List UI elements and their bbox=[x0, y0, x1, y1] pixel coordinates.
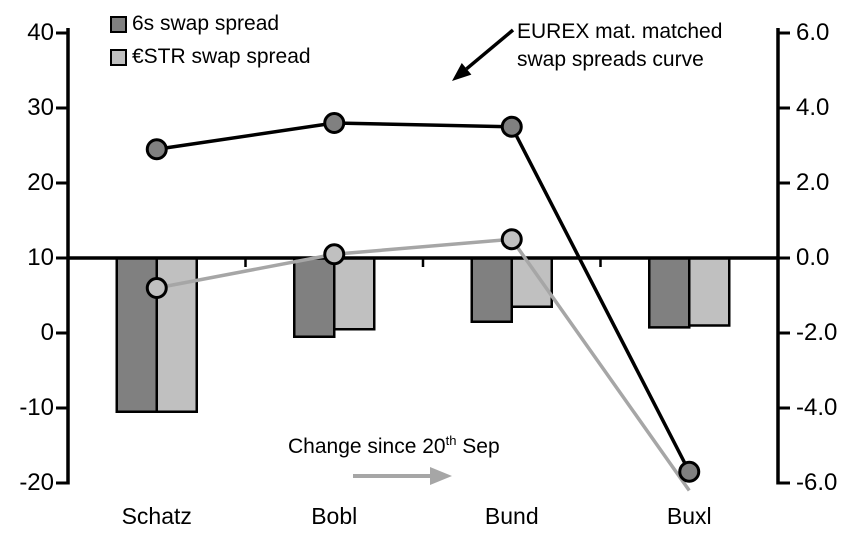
legend-swatch-dark-icon bbox=[110, 15, 127, 33]
left-axis-tick-label: 10 bbox=[27, 244, 54, 271]
marker-6s-buxl bbox=[678, 460, 701, 483]
marker-6s-bund bbox=[500, 115, 523, 138]
left-axis-tick-label: 40 bbox=[27, 19, 54, 46]
marker-estr-bobl bbox=[323, 243, 346, 266]
right-axis-tick-label: -4.0 bbox=[796, 394, 838, 421]
legend: 6s swap spread €STR swap spread bbox=[110, 12, 311, 69]
line-estr-curve bbox=[156, 237, 691, 492]
left-axis-tick-label: 30 bbox=[27, 94, 54, 121]
change-annotation-suffix: Sep bbox=[456, 435, 500, 458]
legend-label-6s: 6s swap spread bbox=[132, 12, 280, 35]
bar-estr-buxl bbox=[688, 256, 731, 327]
change-annotation-sup: th bbox=[445, 433, 457, 448]
bar-6s-bobl bbox=[293, 256, 336, 338]
legend-label-estr: €STR swap spread bbox=[132, 45, 311, 68]
right-axis-tick-label: 2.0 bbox=[796, 169, 830, 196]
legend-item-6s-swap-spread: 6s swap spread bbox=[110, 12, 311, 36]
right-axis-tick-label: -2.0 bbox=[796, 319, 838, 346]
curve-annotation: EUREX mat. matched swap spreads curve bbox=[517, 20, 723, 71]
right-axis-tick-label: -6.0 bbox=[796, 469, 838, 496]
legend-item-estr-swap-spread: €STR swap spread bbox=[110, 45, 311, 69]
x-axis-label-schatz: Schatz bbox=[121, 503, 192, 529]
left-axis-tick-label: 0 bbox=[40, 319, 54, 346]
curve-annotation-arrow-head bbox=[452, 63, 472, 81]
curve-annotation-arrow-line bbox=[465, 28, 515, 71]
x-axis-label-bund: Bund bbox=[484, 503, 539, 529]
marker-estr-bund bbox=[500, 228, 523, 251]
change-annotation-text: Change since 20 bbox=[288, 435, 446, 458]
legend-swatch-light-icon bbox=[110, 48, 127, 66]
change-annotation-arrow-head bbox=[430, 467, 452, 485]
right-axis-tick-label: 4.0 bbox=[796, 94, 830, 121]
x-axis-label-buxl: Buxl bbox=[666, 503, 712, 529]
left-axis-tick-label: 20 bbox=[27, 169, 54, 196]
marker-6s-bobl bbox=[323, 112, 346, 134]
left-axis-tick-label: -10 bbox=[19, 394, 54, 421]
x-axis-label-bobl: Bobl bbox=[311, 503, 358, 529]
line-6s-curve bbox=[156, 121, 691, 473]
bar-6s-buxl bbox=[648, 256, 691, 329]
marker-estr-schatz bbox=[145, 277, 168, 299]
right-axis-tick-label: 0.0 bbox=[796, 244, 830, 271]
bar-6s-bund bbox=[470, 256, 513, 323]
change-annotation: Change since 20th Sep bbox=[288, 433, 500, 459]
right-axis-tick-label: 6.0 bbox=[796, 19, 830, 46]
left-axis-tick-label: -20 bbox=[19, 469, 54, 496]
marker-6s-schatz bbox=[145, 138, 168, 161]
bar-estr-bobl bbox=[333, 256, 376, 331]
